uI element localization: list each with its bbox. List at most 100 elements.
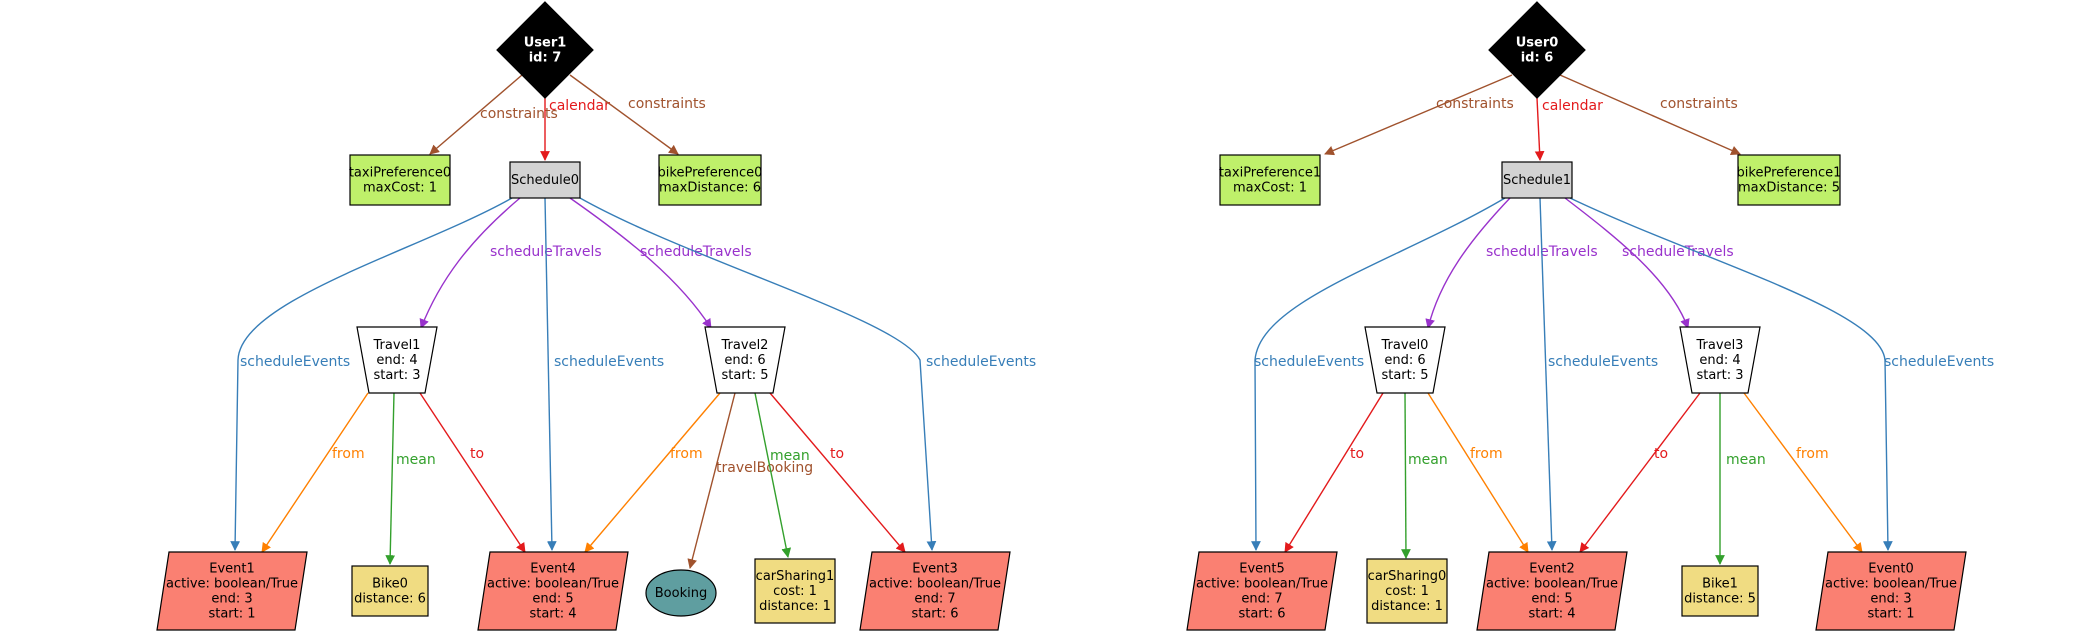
node-label: distance: 6 (354, 592, 426, 607)
node-label: Booking (655, 586, 707, 601)
node-shape (1476, 551, 1628, 631)
edge-line (1251, 197, 1506, 551)
node-label: start: 3 (373, 368, 420, 383)
edge-line (419, 197, 521, 329)
edge-scheduleEvents: scheduleEvents (1569, 197, 1994, 551)
node-label: active: boolean/True (487, 577, 619, 592)
node-shape (1219, 154, 1321, 206)
edge-label: to (830, 446, 844, 462)
edge-label: calendar (1542, 98, 1603, 114)
node-label: cost: 1 (773, 584, 817, 599)
node-label: Schedule1 (1503, 173, 1571, 188)
node-label: Event2 (1529, 562, 1575, 577)
node-label: distance: 1 (759, 599, 831, 614)
node-shape (1815, 551, 1967, 631)
node-label: Travel2 (721, 338, 769, 353)
edge-scheduleEvents: scheduleEvents (579, 197, 1036, 551)
edge-scheduleEvents: scheduleEvents (230, 197, 513, 551)
node-label: id: 7 (529, 51, 562, 66)
edge-line (261, 392, 369, 553)
node-label: Event0 (1868, 562, 1914, 577)
edge-from: from (1743, 392, 1863, 553)
node-label: active: boolean/True (1196, 577, 1328, 592)
edge-line (584, 392, 721, 553)
edge-line (1564, 197, 1690, 329)
node-shape (1186, 551, 1338, 631)
edge-from: from (1427, 392, 1529, 553)
node-label: taxiPreference1 (1219, 166, 1321, 181)
edge-line (1427, 392, 1529, 553)
edge-label: to (1654, 446, 1668, 462)
edge-label: mean (770, 448, 810, 464)
node-label: end: 7 (914, 592, 955, 607)
edge-to: to (1284, 392, 1384, 553)
node-booking[interactable]: Booking (645, 569, 717, 617)
node-shape (859, 551, 1011, 631)
edge-label: from (1470, 446, 1503, 462)
node-label: Bike0 (372, 577, 408, 592)
node-shape (477, 551, 629, 631)
node-schedule1[interactable]: Schedule1 (1501, 161, 1573, 199)
node-shape (658, 154, 762, 206)
edge-constraints: constraints (1324, 74, 1514, 156)
node-shape (351, 565, 429, 617)
node-label: end: 3 (211, 592, 252, 607)
edge-scheduleTravels: scheduleTravels (419, 197, 602, 329)
node-shape (1679, 326, 1761, 394)
edge-label: to (1350, 446, 1364, 462)
edge-line (569, 197, 712, 329)
edge-from: from (261, 392, 369, 553)
node-label: Travel1 (373, 338, 421, 353)
node-shape (1681, 565, 1759, 617)
edge-calendar: calendar (540, 98, 610, 161)
edge-line (544, 197, 557, 551)
edge-label: from (670, 446, 703, 462)
edge-line (1284, 392, 1384, 553)
node-label: end: 6 (724, 353, 765, 368)
node-label: active: boolean/True (166, 577, 298, 592)
edge-line (1324, 74, 1513, 156)
edge-line (230, 197, 513, 551)
edge-scheduleEvents: scheduleEvents (1251, 197, 1506, 551)
edge-label: constraints (628, 96, 706, 112)
edge-line (1743, 392, 1863, 553)
edge-line (429, 74, 523, 155)
node-schedule0[interactable]: Schedule0 (509, 161, 581, 199)
node-shape (156, 551, 308, 631)
node-label: active: boolean/True (1825, 577, 1957, 592)
edge-line (1539, 197, 1557, 551)
edge-label: mean (1408, 452, 1448, 468)
edge-constraints: constraints (429, 74, 558, 155)
edge-label: scheduleEvents (240, 354, 350, 370)
edge-line (687, 392, 736, 569)
node-shape (754, 558, 836, 624)
edge-line (1534, 97, 1545, 161)
edge-label: to (470, 446, 484, 462)
node-label: id: 6 (1521, 51, 1554, 66)
edge-label: scheduleEvents (1884, 354, 1994, 370)
edge-label: scheduleTravels (1622, 244, 1734, 260)
edge-label: mean (1726, 452, 1766, 468)
